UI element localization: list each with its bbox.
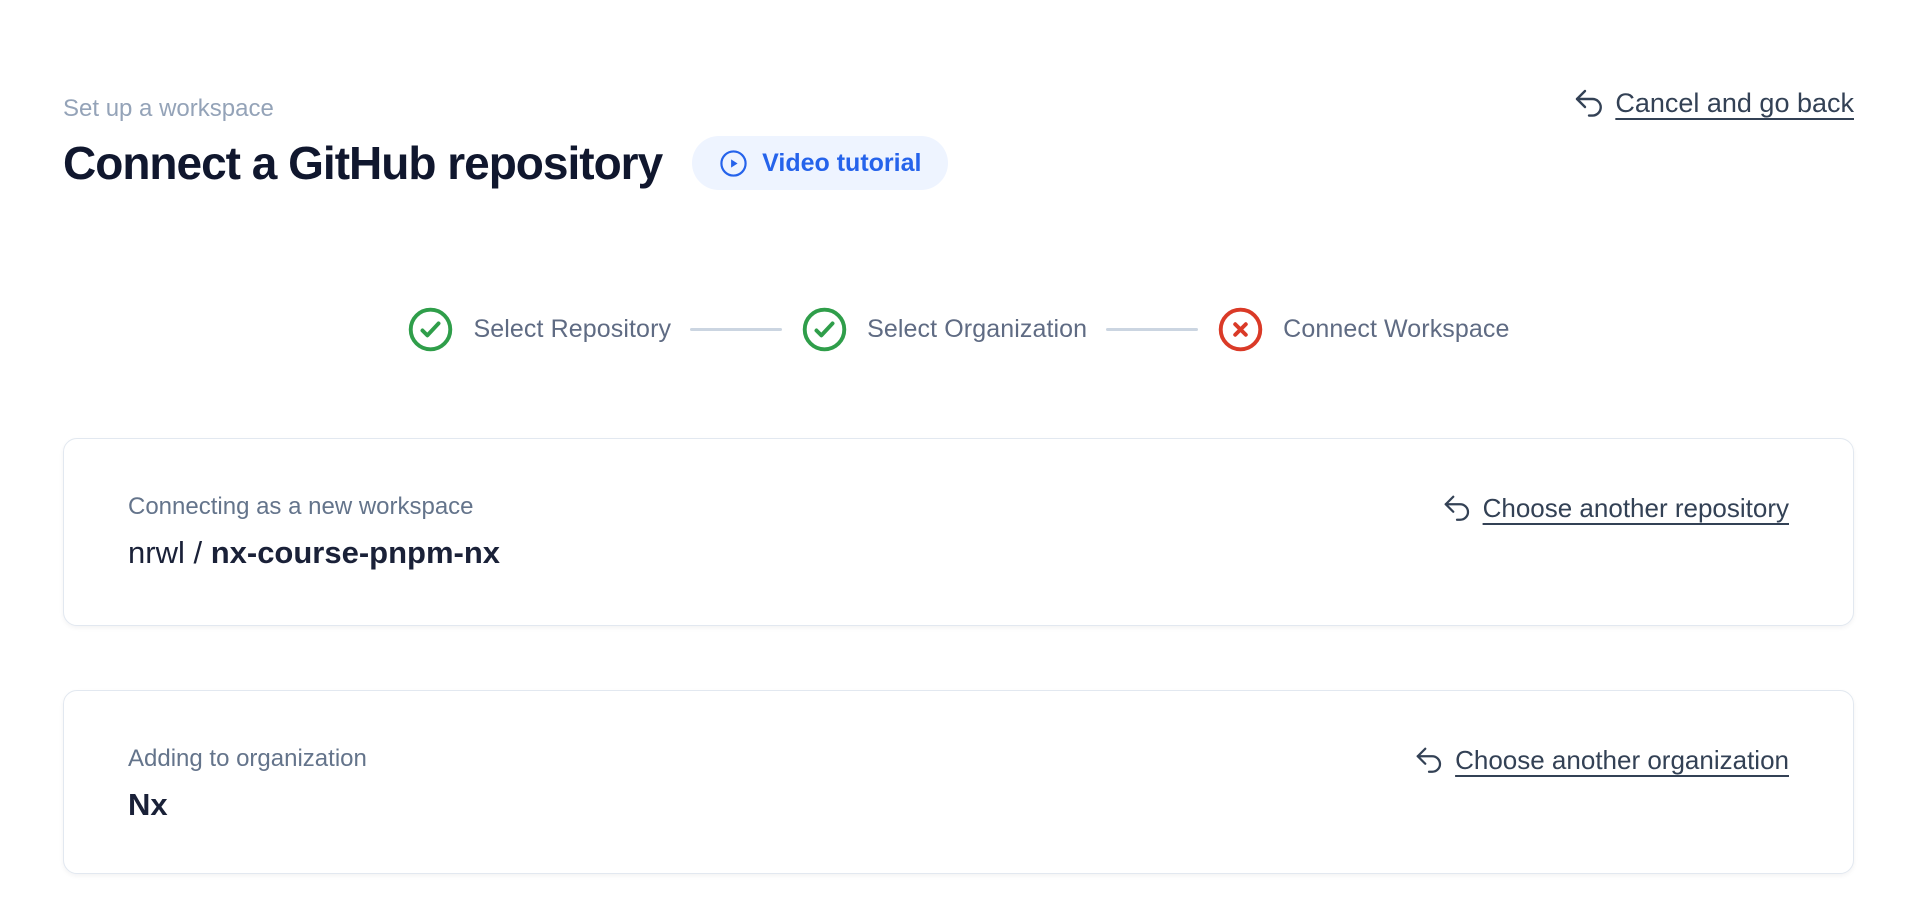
check-circle-icon bbox=[409, 307, 453, 352]
choose-another-repository-link[interactable]: Choose another repository bbox=[1442, 491, 1789, 525]
cancel-and-go-back-label: Cancel and go back bbox=[1615, 88, 1854, 118]
page-title: Connect a GitHub repository bbox=[63, 137, 663, 189]
organization-card-label: Adding to organization bbox=[128, 745, 367, 772]
header: Set up a workspace Connect a GitHub repo… bbox=[63, 88, 1854, 194]
arrow-uturn-left-icon bbox=[1444, 495, 1469, 521]
repository-name: nrwl / nx-course-pnpm-nx bbox=[128, 531, 1789, 575]
check-circle-icon bbox=[802, 307, 847, 352]
arrow-uturn-left-icon bbox=[1416, 747, 1442, 773]
step-label: Select Organization bbox=[867, 315, 1088, 343]
play-circle-icon bbox=[720, 149, 747, 177]
arrow-uturn-left-icon bbox=[1576, 89, 1603, 117]
video-tutorial-label: Video tutorial bbox=[762, 148, 922, 177]
choose-another-organization-link[interactable]: Choose another organization bbox=[1414, 743, 1789, 777]
choose-another-organization-label: Choose another organization bbox=[1455, 745, 1789, 775]
stepper-connector bbox=[1106, 328, 1199, 331]
setup-workspace-page: Set up a workspace Connect a GitHub repo… bbox=[63, 88, 1854, 874]
repository-value: nx-course-pnpm-nx bbox=[210, 535, 501, 570]
stepper-connector bbox=[690, 328, 783, 331]
repository-card: Connecting as a new workspace nrwl / nx-… bbox=[63, 438, 1854, 626]
choose-another-repository-label: Choose another repository bbox=[1482, 493, 1789, 523]
step-connect-workspace: Connect Workspace bbox=[1217, 306, 1509, 353]
organization-name: Nx bbox=[128, 783, 1789, 827]
organization-value: Nx bbox=[128, 787, 168, 822]
organization-card: Adding to organization Nx Choose another… bbox=[63, 690, 1854, 874]
step-label: Select Repository bbox=[473, 315, 672, 343]
video-tutorial-button[interactable]: Video tutorial bbox=[692, 136, 949, 190]
title-row: Connect a GitHub repository Video tutori… bbox=[63, 132, 1854, 194]
x-circle-icon bbox=[1218, 307, 1263, 352]
repository-card-label: Connecting as a new workspace bbox=[128, 493, 474, 520]
cancel-and-go-back-link[interactable]: Cancel and go back bbox=[1573, 84, 1854, 122]
step-label: Connect Workspace bbox=[1283, 315, 1510, 343]
setup-stepper: Select Repository Select Organization Co… bbox=[63, 306, 1854, 353]
step-select-organization: Select Organization bbox=[801, 306, 1087, 353]
eyebrow-label: Set up a workspace bbox=[63, 95, 274, 122]
step-select-repository: Select Repository bbox=[407, 306, 671, 353]
repository-owner: nrwl / bbox=[128, 535, 211, 570]
